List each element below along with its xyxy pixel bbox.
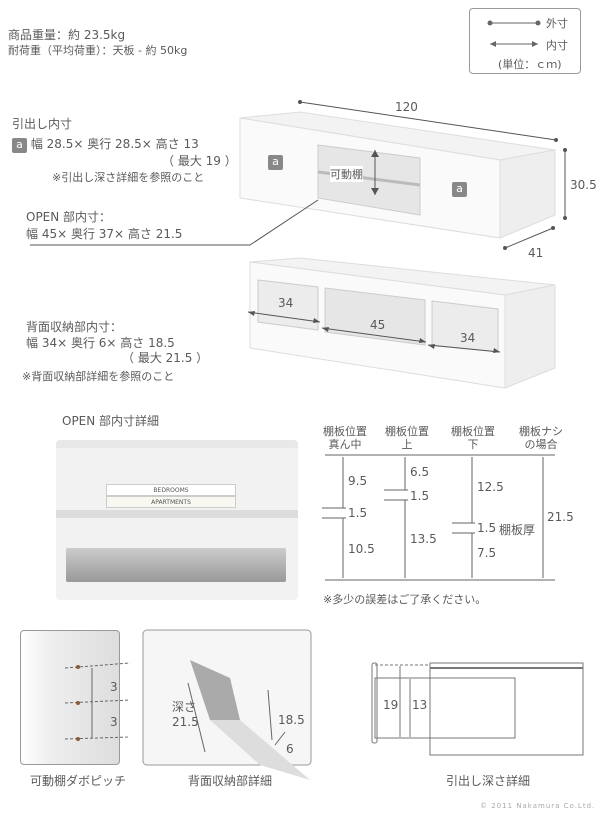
chart-col-2-head: 棚板位置上: [385, 425, 429, 451]
back-max: （ 最大 21.5 ）: [122, 351, 209, 365]
drawer-badge: a: [12, 138, 27, 153]
legend-outer: 外寸: [546, 17, 568, 30]
tv-board-drawings: [30, 100, 567, 389]
chart-col-3-head: 棚板位置下: [451, 425, 495, 451]
chart-value: 13.5: [410, 532, 437, 546]
legend-lines-icon: [487, 20, 541, 47]
legend-unit: (単位：ｃｍ): [498, 58, 562, 71]
drawer-size-row: a 幅 28.5× 奥行 28.5× 高さ 13: [12, 135, 199, 153]
chart-value: 10.5: [348, 542, 375, 556]
pitch-caption: 可動棚ダボピッチ: [30, 774, 127, 788]
back-width: 6: [286, 742, 294, 756]
depth-dim: 41: [528, 246, 544, 260]
drawer-note: ※引出し深さ詳細を参照のこと: [52, 171, 205, 184]
drawer-title: 引出し内寸: [12, 117, 73, 131]
chart-label: 棚板厚: [499, 523, 536, 537]
copyright: © 2011 Nakamura Co.Ltd.: [480, 802, 596, 810]
book-bedrooms: BEDROOMS: [106, 484, 236, 496]
product-weight: 商品重量：約 23.5kg: [8, 28, 126, 42]
open-detail-title: OPEN 部内寸詳細: [62, 414, 160, 428]
shelf-label: 可動棚: [330, 166, 363, 182]
legend-inner: 内寸: [546, 39, 568, 52]
dvd-player: [66, 548, 286, 582]
book-apartments: APARTMENTS: [106, 496, 236, 508]
back-title: 背面収納部内寸：: [26, 320, 123, 334]
chart-value: 1.5: [477, 521, 497, 535]
drawer-inner-depth: 13: [412, 698, 428, 712]
back-height: 18.5: [278, 713, 305, 727]
drawer-size: 幅 28.5× 奥行 28.5× 高さ 13: [30, 137, 199, 151]
shelf-position-chart: [322, 454, 555, 581]
chart-col-4-head: 棚板ナシの場合: [519, 425, 563, 451]
chart-value: 6.5: [410, 465, 430, 479]
open-detail-photo: BEDROOMS APARTMENTS: [56, 440, 298, 600]
rear-center-dim: 45: [370, 318, 386, 332]
drawer-max-depth: 19: [383, 698, 399, 712]
open-title: OPEN 部内寸：: [26, 210, 112, 224]
pitch-photo: [20, 630, 120, 765]
height-dim: 30.5: [570, 178, 597, 192]
chart-value: 1.5: [348, 506, 368, 520]
open-size: 幅 45× 奥行 37× 高さ 21.5: [26, 227, 183, 241]
drawer-badge-left: a: [268, 155, 283, 170]
drawer-badge-right: a: [452, 182, 467, 197]
tolerance-note: ※多少の誤差はご了承ください。: [323, 593, 487, 606]
drawer-caption: 引出し深さ詳細: [446, 774, 531, 788]
back-note: ※背面収納部詳細を参照のこと: [22, 370, 175, 383]
rear-right-dim: 34: [460, 331, 476, 345]
chart-value: 7.5: [477, 546, 497, 560]
pitch-b: 3: [110, 715, 118, 729]
rear-left-dim: 34: [278, 296, 294, 310]
chart-value: 9.5: [348, 474, 368, 488]
back-caption: 背面収納部詳細: [188, 774, 273, 788]
pitch-a: 3: [110, 680, 118, 694]
load-capacity: 耐荷重（平均荷重）：天板 - 約 50kg: [8, 44, 188, 57]
drawer-max: （ 最大 19 ）: [162, 154, 237, 168]
chart-value: 1.5: [410, 489, 430, 503]
chart-value: 12.5: [477, 480, 504, 494]
legend-box: 外寸 内寸 (単位：ｃｍ): [469, 8, 581, 74]
chart-col-1-head: 棚板位置真ん中: [323, 425, 367, 451]
chart-value: 21.5: [547, 510, 574, 524]
back-size: 幅 34× 奥行 6× 高さ 18.5: [26, 336, 175, 350]
width-dim: 120: [395, 100, 418, 114]
